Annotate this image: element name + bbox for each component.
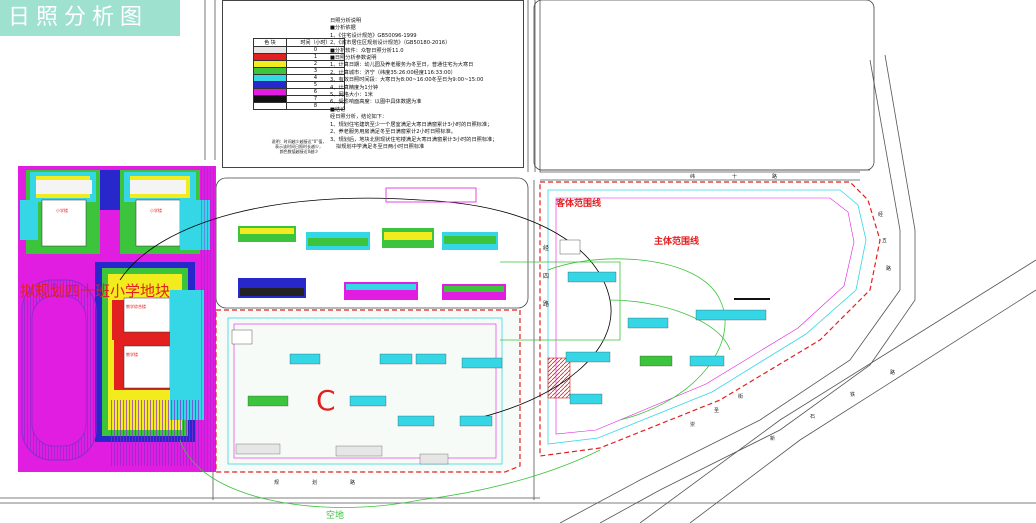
notes-heading: 日照分析说明 <box>330 18 362 24</box>
school-bldg-a: 教学综合楼 <box>126 303 146 309</box>
legend-swatch <box>253 46 287 54</box>
legend-note-line: 表示该时间日照时长越少， <box>275 144 323 149</box>
open-space-label: 空地 <box>326 509 344 521</box>
legend-swatch <box>253 53 287 61</box>
page-title: 日照分析图 <box>0 0 180 36</box>
notes-param-line: 3、有效日照时间段：大寒日为8:00~16:00冬至日为9:00~15:00 <box>330 77 484 84</box>
notes-basis-line: 2、《城市居住区规划设计规范》（GB50180-2016） <box>330 40 451 47</box>
road-chongshi-2: 街 <box>738 393 743 400</box>
road-chongshi-0: 崇 <box>690 421 695 428</box>
road-xinshi-2: 铁 <box>850 391 855 398</box>
notes-conclusion-line: 拟规划中学满足冬至日两小时日照标准 <box>336 143 425 150</box>
road-guihua-1: 划 <box>312 479 317 486</box>
legend-swatch <box>253 102 287 110</box>
legend-note: 说明：时间越少越接近“0”值， 表示该时间日照时长越少， 颜色数值越接近0越少 <box>253 139 345 154</box>
road-xinshi-3: 路 <box>890 369 895 376</box>
analysis-notes: 日照分析说明 ■分析依据 1、《住宅设计规范》GB50096-1999 2、《城… <box>330 18 550 151</box>
subject-boundary-label: 主体范围线 <box>654 235 699 247</box>
site-code-label: C <box>316 384 336 417</box>
school-small-b: 小学楼 <box>150 207 162 213</box>
notes-param-line: 6、受影响面高度：以图中具体数据为准 <box>330 99 422 106</box>
legend-swatch <box>253 74 287 82</box>
notes-param-line: 5、网格大小：1米 <box>330 92 373 99</box>
legend-swatch <box>253 81 287 89</box>
school-small-a: 小学楼 <box>56 207 68 213</box>
legend-note-line: 颜色数值越接近0越少 <box>279 149 319 154</box>
school-bldg-b: 教学楼 <box>126 351 138 357</box>
notes-conclusion-title: ■结论 <box>330 106 346 113</box>
notes-conclusion-line: 1、规划住宅建筑至少一个居室满足大寒日满窗累计3小时的日照标准； <box>330 121 493 128</box>
road-jingsi-0: 经 <box>543 244 549 252</box>
buildings-south <box>231 239 770 465</box>
legend-panel: 色 块 时间（小时） 0 1 2 3 4 5 6 7 8 说明：时间越少越接近“… <box>222 0 524 168</box>
road-weishi-2: 路 <box>772 173 777 180</box>
road-jingsi-1: 四 <box>543 273 549 280</box>
right-site-block <box>539 181 881 457</box>
road-weishi-1: 十 <box>732 173 737 180</box>
legend-swatch <box>253 95 287 103</box>
notes-basis-title: ■分析依据 <box>330 25 356 32</box>
road-chongshi-1: 圣 <box>714 407 719 414</box>
primary-school-label: 拟规划四十班小学地块 <box>20 282 170 300</box>
road-jingsi-2: 路 <box>543 300 549 308</box>
heatmap-school-area <box>18 166 216 472</box>
notes-param-line: 1、计算日期：幼儿园及养老服务为冬至日，普通住宅为大寒日 <box>330 62 474 69</box>
road-weishi-0: 纬 <box>690 173 695 180</box>
notes-software: ■分析软件：众智日照分析11.0 <box>330 47 404 54</box>
road-guihua-0: 规 <box>274 479 279 486</box>
buildings-north <box>238 226 506 300</box>
object-boundary-label: 客体范围线 <box>555 197 601 209</box>
legend-header-color: 色 块 <box>253 38 287 47</box>
site-c-block <box>215 309 521 473</box>
notes-param-line: 2、计算城市：济宁（纬度35:26:00经度116:33:00） <box>330 69 456 76</box>
notes-basis-line: 1、《住宅设计规范》GB50096-1999 <box>330 32 417 39</box>
notes-param-line: 4、计算精度为1分钟 <box>330 84 379 91</box>
shadow-outline-curves <box>119 187 731 508</box>
map-labels: 拟规划四十班小学地块 C 客体范围线 主体范围线 空地 规 划 路 经 四 路 … <box>20 173 895 521</box>
notes-params-title: ■日照分析参数说明 <box>330 55 377 62</box>
notes-conclusion-line: 2、养老服务用房满足冬至日满窗累计2小时日照标准。 <box>330 129 456 136</box>
road-jingwu-2: 路 <box>886 265 891 272</box>
legend-table: 色 块 时间（小时） 0 1 2 3 4 5 6 7 8 <box>253 38 345 110</box>
road-jingwu-1: 五 <box>882 238 887 244</box>
legend-swatch <box>253 88 287 96</box>
legend-note-line: 说明：时间越少越接近“0”值， <box>271 139 327 144</box>
legend-row: 8 <box>253 102 345 110</box>
notes-conclusion-intro: 经日照分析，结论如下： <box>330 114 388 121</box>
road-guihua-2: 路 <box>350 479 355 486</box>
road-xinshi-0: 新 <box>770 435 775 442</box>
legend-swatch <box>253 67 287 75</box>
legend-swatch <box>253 60 287 68</box>
notes-conclusion-line: 3、规划后，地块北侧现状住宅楼满足大寒日满窗累计3小时的日照标准； <box>330 136 498 143</box>
road-jingwu-0: 经 <box>878 211 883 218</box>
road-xinshi-1: 石 <box>810 414 815 420</box>
legend-value: 8 <box>286 102 345 110</box>
